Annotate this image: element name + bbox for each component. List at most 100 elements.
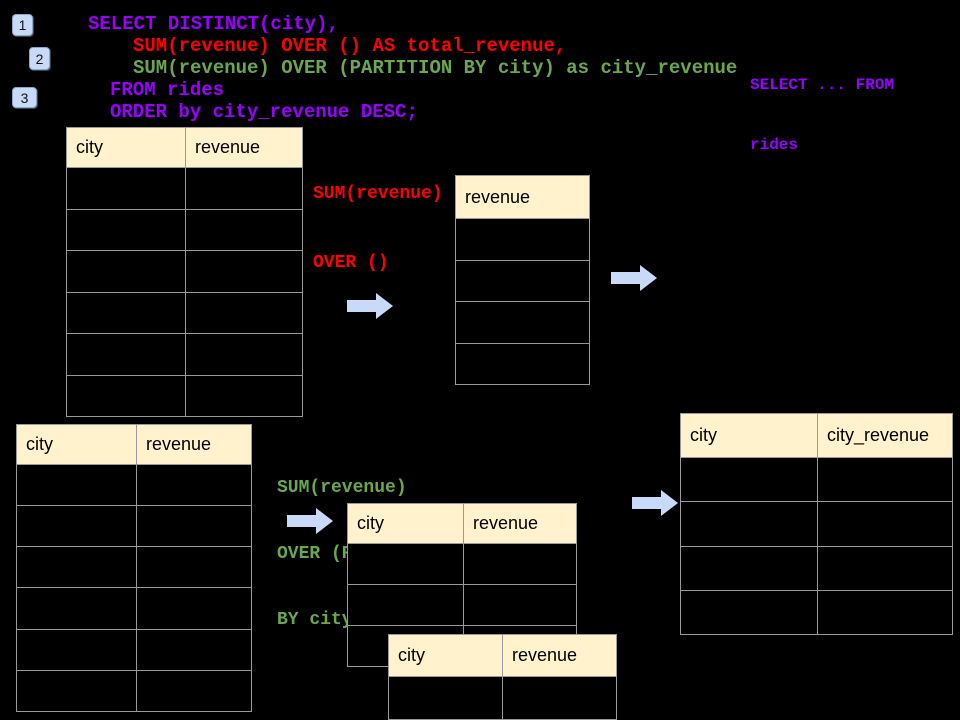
table-row bbox=[455, 301, 590, 344]
table-cell bbox=[680, 456, 818, 503]
table-cell bbox=[455, 301, 590, 344]
table-cell bbox=[388, 676, 503, 720]
table-row bbox=[680, 589, 953, 636]
table-row bbox=[66, 374, 303, 417]
arrow-right-icon bbox=[347, 293, 393, 319]
sql-line-from: FROM rides bbox=[110, 79, 225, 101]
table-cell bbox=[66, 333, 186, 376]
column-header-city: city bbox=[66, 127, 186, 168]
table-cell bbox=[463, 543, 577, 585]
column-header-revenue: revenue bbox=[136, 424, 252, 465]
step-badge-3: 3 bbox=[12, 87, 37, 108]
table-source-top: city revenue bbox=[66, 127, 303, 417]
arrow-right-icon bbox=[632, 490, 678, 516]
table-cell bbox=[680, 589, 818, 636]
table-row bbox=[66, 250, 303, 293]
table-row bbox=[455, 218, 590, 261]
table-row bbox=[347, 543, 577, 585]
table-row bbox=[388, 676, 617, 720]
side-snippet-line1: SELECT ... FROM bbox=[750, 76, 895, 94]
table-total-revenue: revenue bbox=[455, 175, 590, 385]
column-header-city: city bbox=[347, 503, 464, 544]
table-cell bbox=[16, 628, 137, 671]
header-row: revenue bbox=[455, 175, 590, 219]
table-cell bbox=[347, 584, 464, 626]
column-header-city: city bbox=[16, 424, 137, 465]
table-cell bbox=[817, 501, 953, 547]
table-cell bbox=[455, 218, 590, 261]
table-cell bbox=[185, 333, 303, 376]
table-cell bbox=[185, 250, 303, 293]
table-cell bbox=[16, 463, 137, 507]
table-result-city-revenue: city city_revenue bbox=[680, 413, 953, 636]
sql-line-select: SELECT DISTINCT(city), bbox=[88, 13, 339, 35]
table-cell bbox=[66, 250, 186, 293]
table-cell bbox=[502, 676, 617, 720]
table-cell bbox=[817, 456, 953, 503]
table-cell bbox=[16, 669, 137, 713]
column-header-city: city bbox=[680, 413, 818, 458]
table-cell bbox=[680, 501, 818, 547]
table-row bbox=[16, 669, 252, 713]
arrow-right-icon bbox=[287, 508, 333, 534]
header-row: city revenue bbox=[347, 503, 577, 544]
table-row bbox=[455, 259, 590, 302]
sql-line-order-by: ORDER by city_revenue DESC; bbox=[110, 101, 418, 123]
header-row: city revenue bbox=[16, 424, 252, 465]
table-row bbox=[16, 587, 252, 630]
sql-line-sum-partition: SUM(revenue) OVER (PARTITION BY city) as… bbox=[133, 57, 738, 79]
column-header-revenue: revenue bbox=[185, 127, 303, 168]
sql-line-sum-over: SUM(revenue) OVER () AS total_revenue, bbox=[133, 35, 567, 57]
header-row: city revenue bbox=[388, 634, 617, 677]
column-header-revenue: revenue bbox=[502, 634, 617, 677]
table-cell bbox=[136, 587, 252, 630]
step-badge-1: 1 bbox=[12, 14, 33, 36]
table-row bbox=[16, 628, 252, 671]
table-partition-step: city revenue bbox=[347, 503, 577, 667]
table-cell bbox=[16, 587, 137, 630]
table-cell bbox=[817, 589, 953, 636]
table-cell bbox=[136, 546, 252, 589]
annotation-total-line1: SUM(revenue) bbox=[313, 184, 443, 204]
table-row bbox=[680, 456, 953, 503]
table-cell bbox=[66, 374, 186, 417]
table-cell bbox=[16, 546, 137, 589]
table-cell bbox=[136, 505, 252, 548]
table-cell bbox=[136, 669, 252, 713]
column-header-city: city bbox=[388, 634, 503, 677]
table-cell bbox=[185, 208, 303, 251]
header-row: city revenue bbox=[66, 127, 303, 168]
table-cell bbox=[817, 545, 953, 591]
side-snippet-line2: rides bbox=[750, 136, 799, 154]
annotation-partition-line1: SUM(revenue) bbox=[277, 478, 407, 498]
side-code-snippet: SELECT ... FROM rides bbox=[750, 35, 894, 195]
table-source-bottom: city revenue bbox=[16, 424, 252, 713]
table-cell bbox=[455, 342, 590, 385]
table-row bbox=[680, 501, 953, 547]
table-partition-step-overlay: city revenue bbox=[388, 634, 617, 720]
table-row bbox=[16, 463, 252, 507]
table-row bbox=[347, 584, 577, 626]
table-cell bbox=[185, 167, 303, 210]
header-row: city city_revenue bbox=[680, 413, 953, 458]
table-cell bbox=[136, 463, 252, 507]
arrow-right-icon bbox=[611, 265, 657, 291]
table-cell bbox=[66, 291, 186, 334]
table-row bbox=[16, 546, 252, 589]
table-cell bbox=[185, 291, 303, 334]
column-header-revenue: revenue bbox=[455, 175, 590, 219]
table-row bbox=[680, 545, 953, 591]
table-cell bbox=[347, 543, 464, 585]
table-cell bbox=[136, 628, 252, 671]
annotation-sum-over-total: SUM(revenue) OVER () bbox=[313, 137, 443, 321]
table-row bbox=[66, 167, 303, 210]
table-row bbox=[455, 342, 590, 385]
table-row bbox=[66, 291, 303, 334]
table-cell bbox=[66, 208, 186, 251]
column-header-revenue: revenue bbox=[463, 503, 577, 544]
step-badge-2: 2 bbox=[29, 47, 50, 70]
table-row bbox=[16, 505, 252, 548]
table-cell bbox=[463, 584, 577, 626]
table-cell bbox=[66, 167, 186, 210]
